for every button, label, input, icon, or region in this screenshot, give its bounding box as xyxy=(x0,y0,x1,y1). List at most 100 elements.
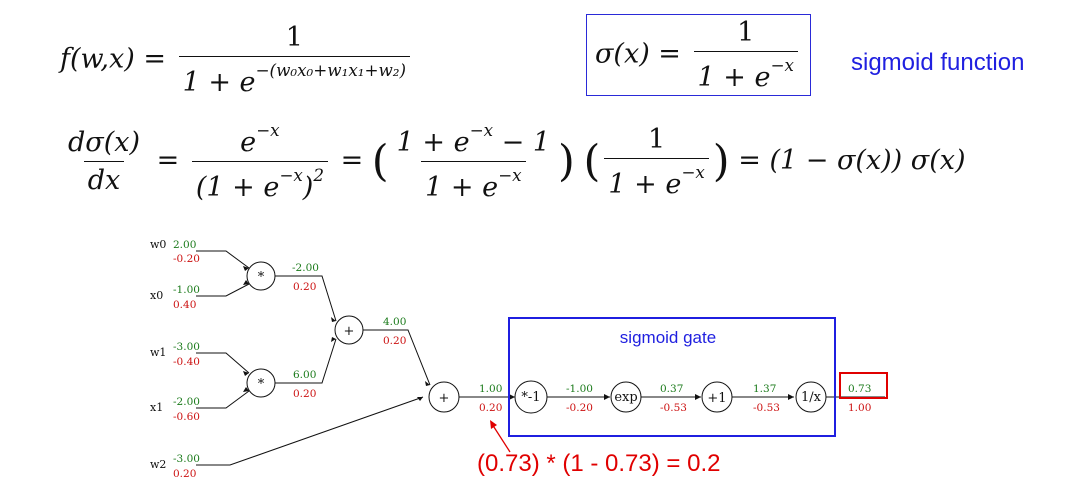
gradient-value: 0.20 xyxy=(479,402,502,414)
f1-den-close: ) xyxy=(302,172,314,204)
graph-arrowheads xyxy=(243,266,794,401)
gradient-value: -0.60 xyxy=(173,411,200,423)
input-name-x1: x1 xyxy=(150,401,163,414)
gate-label: *-1 xyxy=(521,390,540,405)
f2-num-tail: − 1 xyxy=(493,127,551,159)
arrowhead xyxy=(425,381,430,386)
derivative-fraction-3: 1 1 + e−x xyxy=(604,123,709,200)
derivative-result: (1 − σ(x)) σ(x) xyxy=(769,145,966,177)
sigma-fraction: 1 1 + e−x xyxy=(693,17,798,94)
derivative-lhs-den: dx xyxy=(83,161,125,196)
forward-value: 0.73 xyxy=(848,383,871,395)
sigmoid-formula-box: σ(x) = 1 1 + e−x xyxy=(586,14,811,97)
graph-gates xyxy=(246,261,827,414)
forward-values: 2.00 -1.00 -3.00 -2.00 -3.00 -2.00 6.00 … xyxy=(173,239,871,465)
derivative-f3-num: 1 xyxy=(647,123,666,155)
forward-value: -3.00 xyxy=(173,341,200,353)
sigma-numerator: 1 xyxy=(737,17,755,48)
arrowhead xyxy=(604,394,610,400)
input-name-x0: x0 xyxy=(150,289,163,302)
gradient-value: -0.53 xyxy=(660,402,687,414)
mul1-wire xyxy=(273,275,337,322)
sigma-lhs: σ(x) = xyxy=(595,38,681,70)
gradient-value: 1.00 xyxy=(848,402,871,414)
f1-den-base: (1 + e xyxy=(195,172,280,204)
x0-wire xyxy=(196,283,250,297)
left-paren-2: ( xyxy=(583,136,601,187)
f1-den-pow: 2 xyxy=(313,165,324,186)
left-paren-1: ( xyxy=(371,136,389,187)
mul2-wire xyxy=(273,338,337,384)
right-paren-1: ) xyxy=(558,136,575,187)
forward-value: 1.37 xyxy=(753,383,776,395)
f2-num-exp: −x xyxy=(469,120,494,140)
forward-value: -1.00 xyxy=(566,383,593,395)
derivative-fraction-2: 1 + e−x − 1 1 + e−x xyxy=(393,120,554,203)
f-numerator: 1 xyxy=(285,22,303,53)
forward-value: 0.37 xyxy=(660,383,683,395)
sigma-den-base: 1 + e xyxy=(697,62,771,94)
gradient-value: 0.40 xyxy=(173,299,196,311)
f-exponent: −(w₀x₀+w₁x₁+w₂) xyxy=(255,60,407,80)
forward-value: -3.00 xyxy=(173,453,200,465)
arrowhead xyxy=(331,317,336,322)
plus-one-gate xyxy=(701,381,733,413)
sigma-denominator: 1 + e−x xyxy=(693,51,798,94)
multiply-gate-2 xyxy=(246,368,276,398)
f2-den-exp: −x xyxy=(498,165,522,186)
forward-value: -2.00 xyxy=(292,262,319,274)
f-fraction: 1 1 + e−(w₀x₀+w₁x₁+w₂) xyxy=(178,22,411,99)
arrowhead xyxy=(243,280,249,285)
sigmoid-gate-label: sigmoid gate xyxy=(620,328,716,347)
gate-label: +1 xyxy=(707,391,726,406)
f3-den-exp: −x xyxy=(681,161,705,182)
forward-value: 6.00 xyxy=(293,369,316,381)
gradient-value: 0.20 xyxy=(293,281,316,293)
gradient-value: -0.53 xyxy=(753,402,780,414)
f3-den-base: 1 + e xyxy=(608,168,682,200)
x1-wire xyxy=(196,390,250,409)
derivative-f2-num: 1 + e−x − 1 xyxy=(393,120,554,161)
sigmoid-gradient-annotation: (0.73) * (1 - 0.73) = 0.2 xyxy=(477,450,721,477)
gradient-value: -0.20 xyxy=(173,253,200,265)
input-name-w1: w1 xyxy=(150,346,166,359)
gate-label: 1/x xyxy=(801,390,822,405)
equals-sign-1: = xyxy=(156,145,180,177)
gradient-value: -0.40 xyxy=(173,356,200,368)
gate-label: + xyxy=(344,324,355,339)
forward-function-formula: f(w,x) = 1 1 + e−(w₀x₀+w₁x₁+w₂) xyxy=(60,22,414,98)
input-name-w0: w0 xyxy=(150,238,166,251)
equals-sign-3: = xyxy=(738,145,761,177)
sigmoid-gate-box xyxy=(508,317,836,437)
graph-connections xyxy=(196,250,885,466)
w2-wire xyxy=(196,396,424,466)
f-den-base: 1 + e xyxy=(182,67,256,99)
reciprocal-gate xyxy=(795,381,827,413)
negate-gate xyxy=(514,380,548,414)
add-gate-1 xyxy=(334,315,364,345)
f1-num-exp: −x xyxy=(256,120,280,140)
arrowhead xyxy=(417,397,423,401)
w0-wire xyxy=(196,250,250,269)
gate-label: * xyxy=(258,377,265,392)
output-highlight-box xyxy=(839,372,888,399)
annotation-arrow xyxy=(491,423,511,453)
add1-wire xyxy=(363,329,431,386)
arrowhead xyxy=(243,371,249,376)
derivative-lhs-num: dσ(x) xyxy=(68,127,141,159)
sigma-exponent: −x xyxy=(770,55,794,75)
f1-den-exp: −x xyxy=(279,165,303,186)
forward-value: 4.00 xyxy=(383,316,406,328)
f-denominator: 1 + e−(w₀x₀+w₁x₁+w₂) xyxy=(178,56,411,99)
f-lhs: f(w,x) = xyxy=(60,43,166,75)
w1-wire xyxy=(196,352,250,374)
multiply-gate-1 xyxy=(246,261,276,291)
gradient-value: 0.20 xyxy=(173,468,196,480)
gate-label: exp xyxy=(614,390,637,405)
exp-gate xyxy=(610,381,642,413)
right-paren-2: ) xyxy=(712,136,730,187)
add-gate-2 xyxy=(428,381,460,413)
forward-value: 2.00 xyxy=(173,239,196,251)
f2-den-base: 1 + e xyxy=(425,172,499,204)
